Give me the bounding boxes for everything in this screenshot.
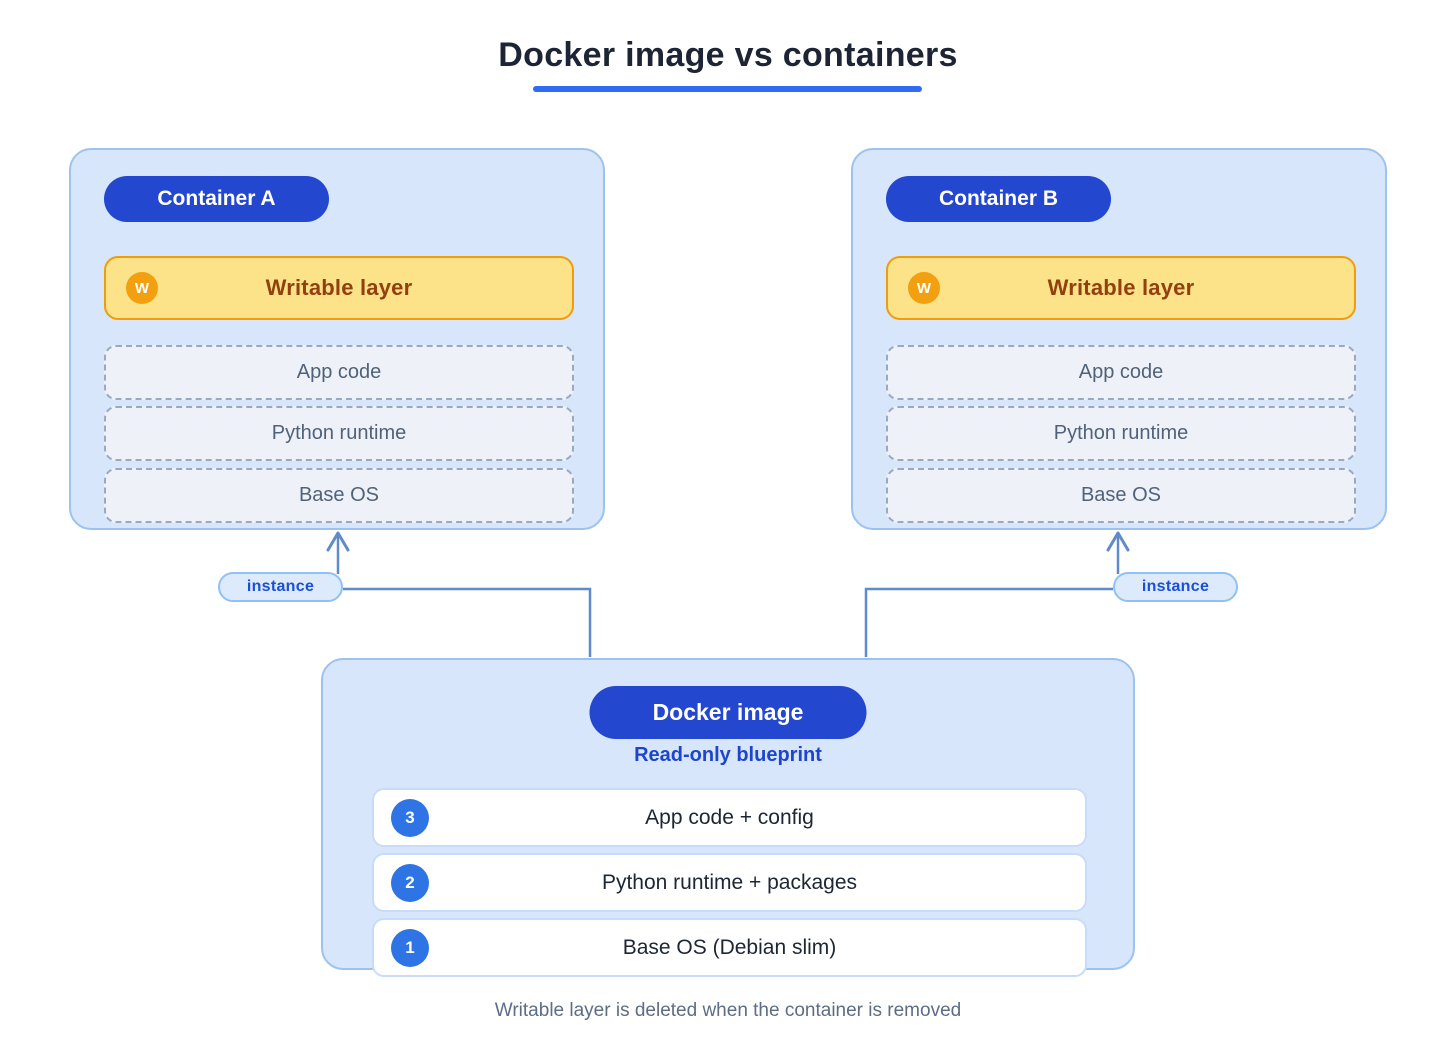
container-a-panel: Container A W Writable layer App code Py… (69, 148, 605, 530)
page-title: Docker image vs containers (498, 36, 958, 74)
layer-base-os-a: Base OS (104, 468, 574, 523)
writable-w-icon: W (126, 272, 158, 304)
arrowhead-left-icon (326, 531, 350, 552)
writable-layer-box-b: W Writable layer (886, 256, 1356, 320)
footer-note: Writable layer is deleted when the conta… (494, 1000, 962, 1021)
writable-w-icon: W (908, 272, 940, 304)
instance-label-left: instance (218, 572, 343, 602)
instance-label-right: instance (1113, 572, 1238, 602)
docker-image-subtitle: Read-only blueprint (634, 744, 822, 766)
image-layer-row-1: 1 Base OS (Debian slim) (372, 918, 1087, 977)
container-b-panel: Container B W Writable layer App code Py… (851, 148, 1387, 530)
layer-base-os-b: Base OS (886, 468, 1356, 523)
writable-layer-label: Writable layer (1047, 275, 1195, 300)
layer-number-badge: 3 (391, 798, 429, 837)
layer-python-runtime-b: Python runtime (886, 406, 1356, 461)
arrowhead-right-icon (1106, 531, 1130, 552)
writable-layer-box-a: W Writable layer (104, 256, 574, 320)
image-layer-label: Python runtime + packages (601, 870, 858, 894)
layer-number-badge: 2 (391, 863, 429, 902)
title-underline (533, 86, 922, 92)
container-b-badge: Container B (886, 176, 1111, 222)
docker-image-badge: Docker image (589, 686, 867, 739)
image-layer-row-3: 3 App code + config (372, 788, 1087, 847)
layer-app-code-a: App code (104, 345, 574, 400)
elbow-line-right (864, 587, 1113, 657)
elbow-line-left (343, 587, 592, 657)
layer-app-code-b: App code (886, 345, 1356, 400)
container-a-badge: Container A (104, 176, 329, 222)
image-layer-label: Base OS (Debian slim) (622, 935, 837, 959)
writable-layer-label: Writable layer (265, 275, 413, 300)
image-layer-label: App code + config (645, 805, 814, 829)
image-layer-row-2: 2 Python runtime + packages (372, 853, 1087, 912)
layer-number-badge: 1 (391, 928, 429, 967)
docker-image-panel: Docker image Read-only blueprint 3 App c… (321, 658, 1135, 977)
layer-python-runtime-a: Python runtime (104, 406, 574, 461)
